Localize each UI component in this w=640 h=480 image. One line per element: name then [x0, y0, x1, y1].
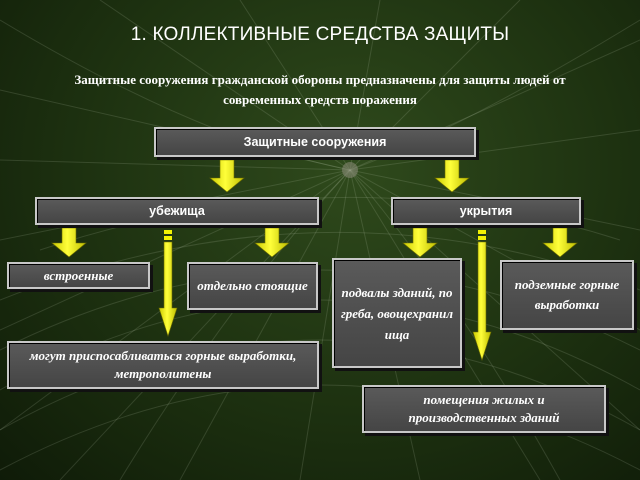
arrow-root-to-ukrytiya — [434, 159, 470, 193]
branch-box-ubezhishcha: убежища — [35, 197, 319, 225]
leaf-box-otdelno-stoyashchie: отдельно стоящие — [187, 262, 318, 310]
root-label: Защитные сооружения — [243, 135, 387, 149]
arrow-ubezhishcha-to-vstroennye — [51, 227, 87, 258]
note-box-ukrytiya: помещения жилых и производственных здани… — [362, 385, 606, 433]
arrow-ubezhishcha-to-otdelno — [254, 227, 290, 258]
leaf-label: отдельно стоящие — [197, 278, 308, 293]
arrow-root-to-ubezhishcha — [209, 159, 245, 193]
leaf-label: подземные горные выработки — [514, 277, 620, 312]
leaf-box-vstroennye: встроенные — [7, 262, 150, 289]
root-box: Защитные сооружения — [154, 127, 476, 157]
slide-title: 1. КОЛЛЕКТИВНЫЕ СРЕДСТВА ЗАЩИТЫ — [130, 24, 510, 45]
leaf-box-podvaly: подвалы зданий, погреба, овощехранилища — [332, 258, 462, 368]
leaf-label: подвалы зданий, погреба, овощехранилища — [340, 284, 454, 342]
arrow-ubezhishcha-to-note — [158, 224, 178, 337]
leaf-box-podzemnye: подземные горные выработки — [500, 260, 634, 330]
note-box-ubezhishcha: могут приспосабливаться горные выработки… — [7, 341, 319, 389]
branch-label: укрытия — [459, 204, 513, 218]
branch-box-ukrytiya: укрытия — [391, 197, 581, 225]
slide-subtitle: Защитные сооружения гражданской обороны … — [74, 72, 566, 107]
note-label: помещения жилых и производственных здани… — [408, 392, 560, 425]
note-label: могут приспосабливаться горные выработки… — [29, 348, 297, 381]
arrow-ukrytiya-to-podzemnye — [542, 227, 578, 258]
leaf-label: встроенные — [43, 267, 114, 283]
arrow-ukrytiya-to-podvaly — [402, 227, 438, 258]
arrow-ukrytiya-to-note — [472, 224, 492, 361]
branch-label: убежища — [149, 204, 205, 218]
